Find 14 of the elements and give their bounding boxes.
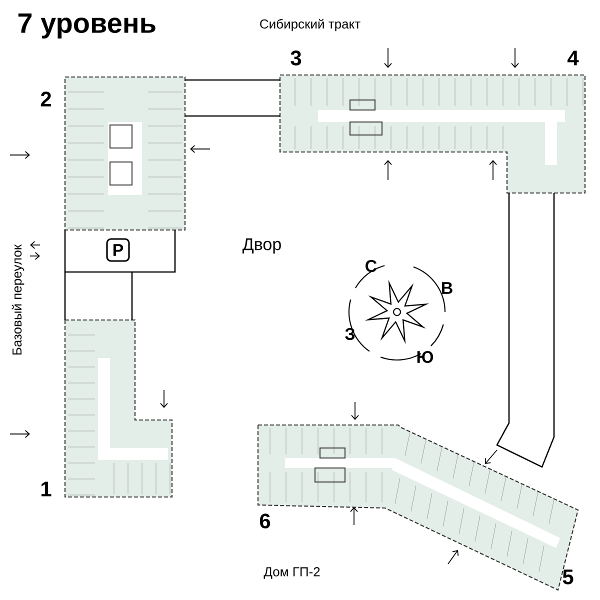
building-label: Дом ГП-2 (264, 567, 320, 579)
section-number: 4 (567, 50, 579, 66)
parking-sign: P (106, 238, 130, 262)
yard-label: Двор (242, 238, 281, 254)
section-number: 1 (41, 482, 52, 496)
section-number: 5 (562, 570, 574, 584)
title: 7 уровень (18, 13, 156, 39)
section-number: 3 (290, 50, 302, 66)
compass-letter: Ю (417, 350, 434, 364)
street-label: Сибирский тракт (260, 18, 360, 32)
compass-letter: В (442, 282, 452, 294)
section-number: 2 (40, 92, 51, 106)
street-label: Базовый переулок (12, 244, 24, 355)
section-number: 6 (260, 514, 270, 528)
